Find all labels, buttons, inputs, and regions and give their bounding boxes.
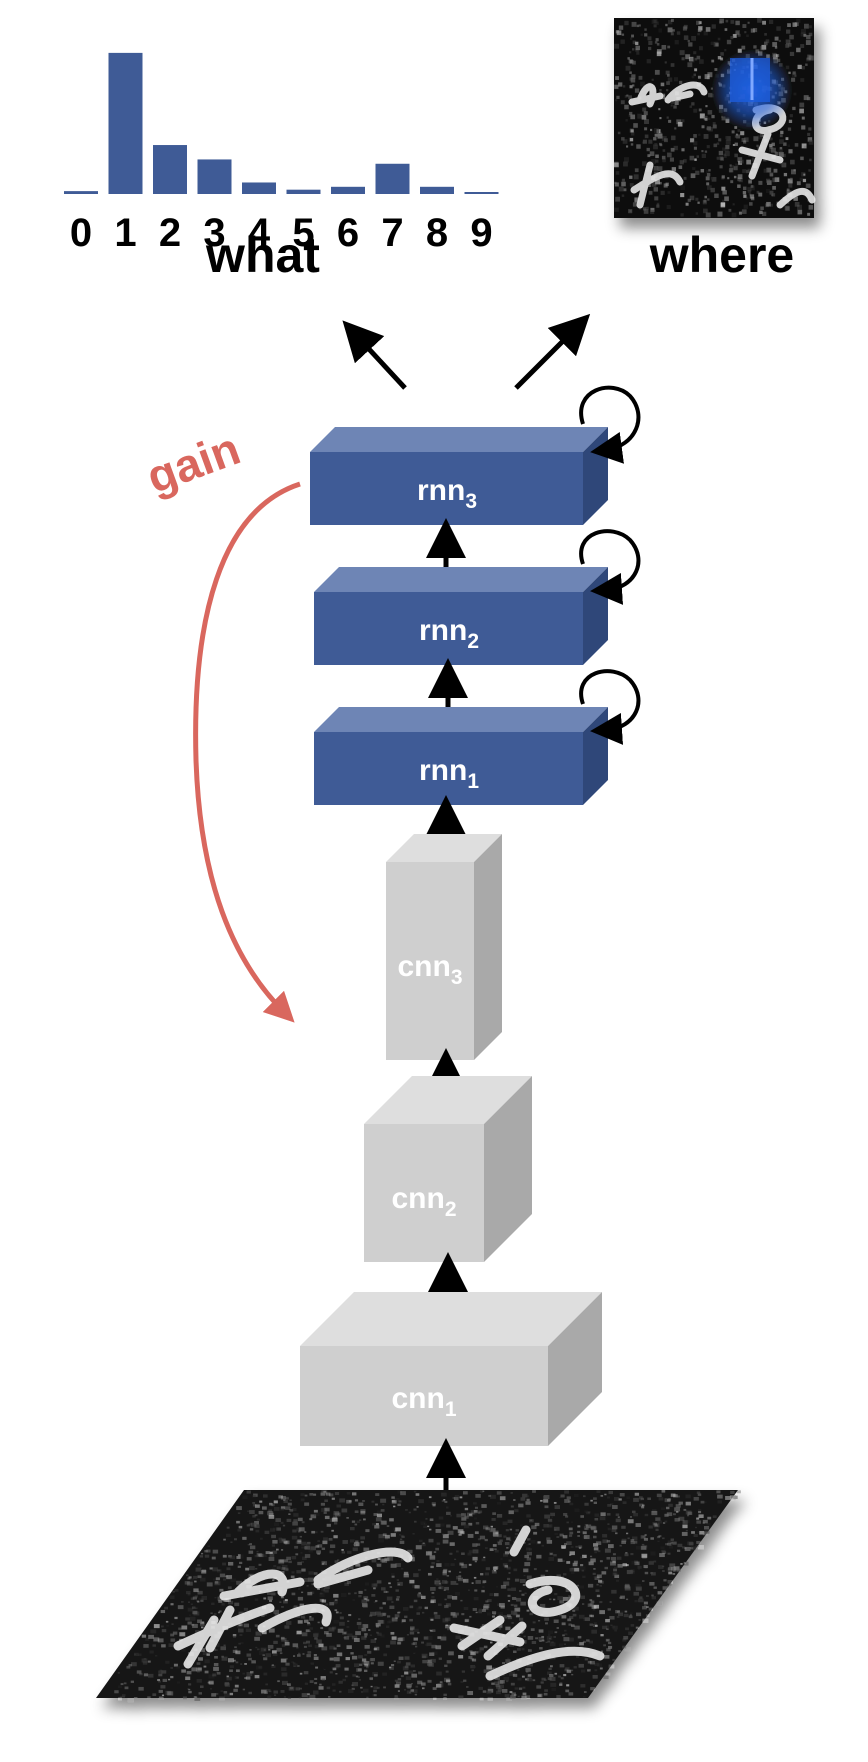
where-label: where [649, 227, 795, 283]
histogram-tick-3: 3 [203, 211, 225, 255]
rnn1-self-loop-icon [579, 669, 641, 745]
histogram-tick-5: 5 [292, 211, 314, 255]
gain-feedback-arrow [193, 481, 301, 1023]
histogram-bar-2 [153, 145, 187, 194]
histogram-bar-6 [331, 186, 365, 194]
rnn3-self-loop-icon [579, 385, 641, 464]
cnn2-block: cnn2 [364, 1076, 532, 1262]
rnn2-block: rnn2 [314, 567, 608, 665]
cnn3-block: cnn3 [386, 834, 502, 1060]
rnn3-block: rnn3 [310, 427, 608, 525]
rnn1-label: rnn1 [419, 754, 479, 793]
rnn2-label: rnn2 [419, 614, 479, 653]
where-glimpse-image [614, 18, 816, 218]
arrow-to-where [514, 313, 591, 390]
histogram-bar-0 [64, 191, 98, 194]
histogram-bar-5 [286, 189, 321, 194]
cnn3-label: cnn3 [397, 950, 462, 989]
histogram-bar-7 [375, 163, 410, 194]
histogram-bar-3 [197, 159, 232, 194]
histogram-bar-9 [464, 192, 499, 194]
histogram-tick-1: 1 [114, 211, 136, 255]
cnn1-block: cnn1 [300, 1292, 602, 1446]
what-label: what [205, 227, 320, 283]
arrow-to-what [342, 320, 407, 390]
rnn2-self-loop-icon [579, 529, 641, 605]
histogram-tick-4: 4 [248, 211, 271, 255]
input-image [96, 1490, 741, 1703]
rnn3-label: rnn3 [417, 474, 477, 513]
histogram-tick-6: 6 [337, 211, 359, 255]
histogram-bar-1 [108, 52, 143, 194]
histogram-tick-2: 2 [159, 211, 181, 255]
histogram-tick-0: 0 [70, 211, 92, 255]
gain-label: gain [140, 422, 247, 503]
cnn2-label: cnn2 [391, 1182, 456, 1221]
histogram-tick-7: 7 [381, 211, 403, 255]
histogram-tick-8: 8 [426, 211, 448, 255]
histogram-bar-4 [242, 182, 276, 194]
histogram-bar-8 [420, 186, 454, 194]
histogram-tick-9: 9 [470, 211, 492, 255]
rnn1-block: rnn1 [314, 707, 608, 805]
cnn1-label: cnn1 [391, 1382, 456, 1421]
